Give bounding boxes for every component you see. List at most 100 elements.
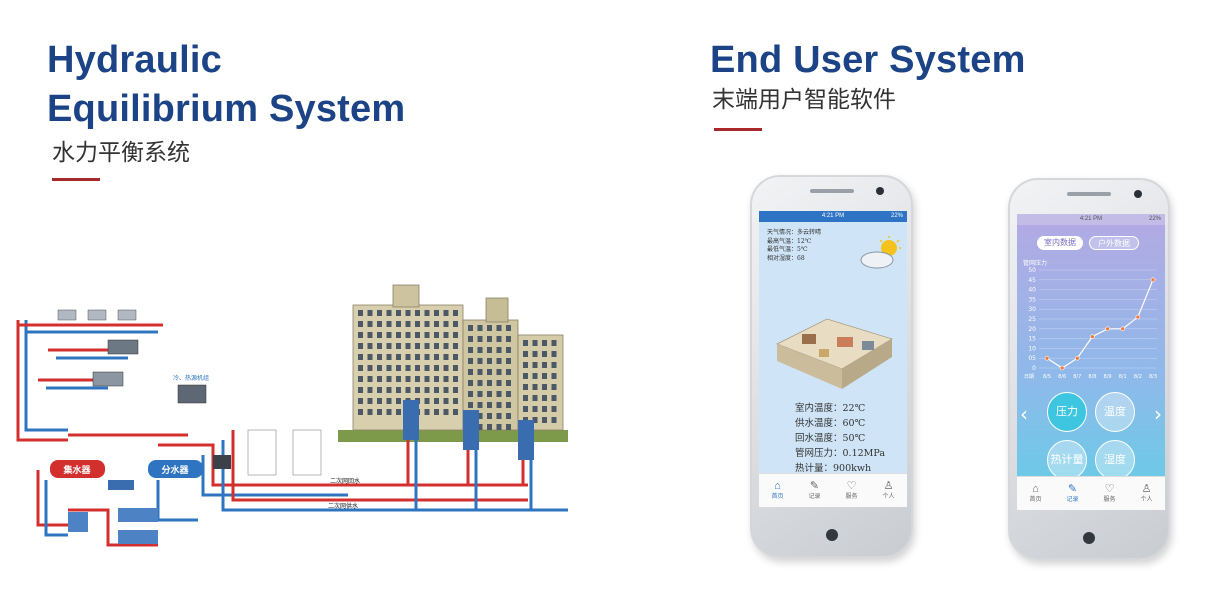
building-window: [506, 336, 511, 342]
building-window: [523, 384, 528, 390]
building-window: [443, 376, 449, 382]
building-window: [487, 391, 492, 397]
building-window: [377, 343, 382, 349]
building-window: [523, 373, 528, 379]
building-window: [532, 373, 538, 379]
building-window: [424, 310, 430, 316]
building-window: [358, 387, 363, 393]
building-window: [377, 398, 382, 404]
building-window: [551, 417, 557, 423]
user-icon: ♙: [883, 480, 894, 492]
return-label: 二次网回水: [330, 477, 360, 485]
tab-home[interactable]: ⌂首页: [759, 474, 796, 507]
building-window: [367, 376, 373, 382]
building-window: [487, 325, 492, 331]
tab-records[interactable]: ✎记录: [796, 474, 833, 507]
heat-meter-button[interactable]: 热计量: [1047, 440, 1087, 480]
building-window: [443, 387, 449, 393]
weather-line: 相对湿度：68: [767, 254, 805, 262]
chart-point: [1105, 326, 1110, 332]
tab-label: 个人: [1140, 496, 1153, 503]
building-window: [377, 365, 382, 371]
phone-1-tabbar: ⌂首页 ✎记录 ♡服务 ♙个人: [759, 473, 907, 507]
building-window: [506, 358, 511, 364]
building-window: [358, 343, 363, 349]
chart-xtick-label: 8/5: [1043, 374, 1051, 380]
home-icon: ⌂: [774, 480, 781, 492]
chart-xtick-label: 8/6: [1058, 374, 1066, 380]
building-window: [377, 387, 382, 393]
building-window: [523, 340, 528, 346]
building-window: [424, 376, 430, 382]
building-window: [468, 369, 473, 375]
building-window: [367, 332, 373, 338]
phone-1-home-button[interactable]: [825, 529, 838, 541]
building-window: [443, 310, 449, 316]
chevron-right-icon[interactable]: ›: [1154, 402, 1162, 426]
chart-series-line: [1046, 279, 1154, 369]
tab-profile[interactable]: ♙个人: [1128, 477, 1165, 510]
building-window: [434, 376, 439, 382]
building-window: [542, 373, 547, 379]
building-window: [415, 310, 420, 316]
left-title-line1: Hydraulic: [47, 39, 222, 81]
reading-line: 热计量：900kwh: [795, 463, 872, 474]
chart-point: [1090, 334, 1095, 339]
tab-service[interactable]: ♡服务: [1091, 477, 1128, 510]
chevron-left-icon[interactable]: ‹: [1020, 402, 1028, 426]
tab-service[interactable]: ♡服务: [833, 474, 870, 507]
weather-line: 天气情况：多云转晴: [767, 229, 822, 236]
building-window: [477, 424, 483, 430]
building-window: [386, 354, 392, 360]
tab-home[interactable]: ⌂首页: [1017, 477, 1054, 510]
chart-ytick-label: 35: [1028, 296, 1036, 303]
tab-outdoor-data[interactable]: 户外数据: [1089, 236, 1139, 250]
building-window: [396, 387, 401, 393]
right-subtitle: 末端用户智能软件: [712, 87, 896, 113]
building-window: [396, 354, 401, 360]
tab-records[interactable]: ✎记录: [1054, 477, 1091, 510]
building-window: [367, 365, 373, 371]
chart-xtick-label: 8/7: [1073, 374, 1081, 380]
building-window: [506, 380, 511, 386]
building-window: [415, 354, 420, 360]
building-window: [496, 325, 502, 331]
humidity-button[interactable]: 湿度: [1095, 440, 1135, 480]
building-window: [396, 321, 401, 327]
chart-ytick-label: 05: [1028, 355, 1036, 362]
building-window: [386, 387, 392, 393]
building-window: [415, 387, 420, 393]
phone-2-time: 4:21 PM: [1079, 216, 1103, 222]
building-window: [468, 391, 473, 397]
building-window: [367, 321, 373, 327]
building-window: [415, 376, 420, 382]
chart-ytick-label: 0: [1032, 365, 1036, 372]
left-accent-bar: [52, 178, 100, 181]
tab-profile[interactable]: ♙个人: [870, 474, 907, 507]
building-window: [405, 365, 411, 371]
building-window: [523, 395, 528, 401]
building-window: [477, 380, 483, 386]
building-window: [453, 310, 458, 316]
building-window: [506, 402, 511, 408]
building-window: [453, 409, 458, 415]
building-window: [551, 340, 557, 346]
building-window: [424, 332, 430, 338]
building-window: [453, 387, 458, 393]
chart-xtick-label: 8/9: [1104, 374, 1112, 380]
temperature-button[interactable]: 温度: [1095, 392, 1135, 432]
building-window: [424, 409, 430, 415]
pressure-button[interactable]: 压力: [1047, 392, 1087, 432]
phone-1-battery: 22%: [890, 213, 903, 219]
heart-icon: ♡: [1104, 483, 1115, 495]
building-window: [386, 321, 392, 327]
building-window: [496, 424, 502, 430]
building-window: [367, 310, 373, 316]
phone-2-home-button[interactable]: [1083, 532, 1095, 544]
building-window: [506, 424, 511, 430]
tab-indoor-data[interactable]: 室内数据: [1037, 236, 1083, 250]
building-window: [523, 406, 528, 412]
chart-xtick-label: 8/3: [1149, 374, 1157, 380]
building-window: [367, 387, 373, 393]
building-window: [386, 398, 392, 404]
